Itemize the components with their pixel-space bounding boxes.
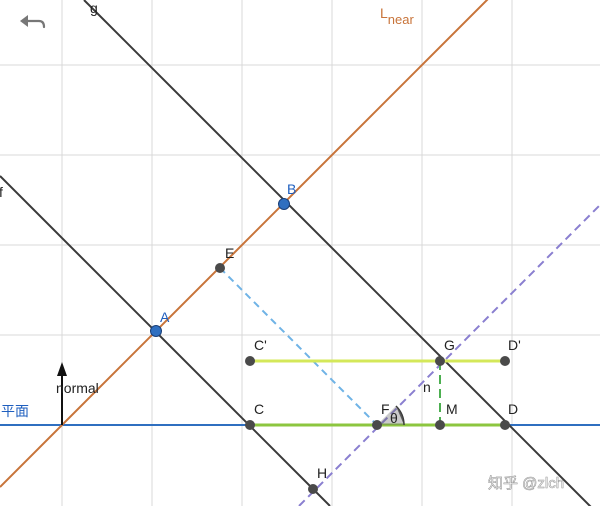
watermark: 知乎 @zlch xyxy=(488,475,564,492)
label-e: E xyxy=(225,245,234,261)
point-c-prime[interactable] xyxy=(245,356,255,366)
point-c[interactable] xyxy=(245,420,255,430)
point-f[interactable] xyxy=(372,420,382,430)
purple-dashed-line[interactable] xyxy=(298,204,600,506)
label-c-prime: C' xyxy=(254,337,267,353)
point-a[interactable] xyxy=(150,325,162,337)
label-a: A xyxy=(160,309,170,325)
point-h[interactable] xyxy=(308,484,318,494)
label-plane: 平面 xyxy=(1,403,29,419)
point-b[interactable] xyxy=(278,198,290,210)
label-b: B xyxy=(287,181,296,197)
point-d-prime[interactable] xyxy=(500,356,510,366)
line-l-near[interactable] xyxy=(0,0,490,488)
point-m[interactable] xyxy=(435,420,445,430)
label-g-point: G xyxy=(444,337,455,353)
point-g[interactable] xyxy=(435,356,445,366)
label-d-prime: D' xyxy=(508,337,521,353)
point-e[interactable] xyxy=(215,263,225,273)
label-normal: normal xyxy=(56,380,99,396)
label-m: M xyxy=(446,401,458,417)
undo-arrow-icon xyxy=(20,15,46,29)
segment-e-f[interactable] xyxy=(219,267,378,426)
undo-button[interactable] xyxy=(16,10,48,38)
label-c: C xyxy=(254,401,264,417)
label-g: g xyxy=(90,0,98,16)
label-n: n xyxy=(423,379,431,395)
label-theta: θ xyxy=(390,410,398,426)
label-f-point: F xyxy=(381,401,390,417)
line-g[interactable] xyxy=(83,0,600,506)
line-f[interactable] xyxy=(0,175,331,506)
normal-arrow-head xyxy=(57,362,67,376)
angle-theta-arc xyxy=(395,405,405,426)
label-h: H xyxy=(317,465,327,481)
label-l-near: Lnear xyxy=(380,5,414,27)
point-d[interactable] xyxy=(500,420,510,430)
label-f: f xyxy=(0,184,3,200)
label-d: D xyxy=(508,401,518,417)
